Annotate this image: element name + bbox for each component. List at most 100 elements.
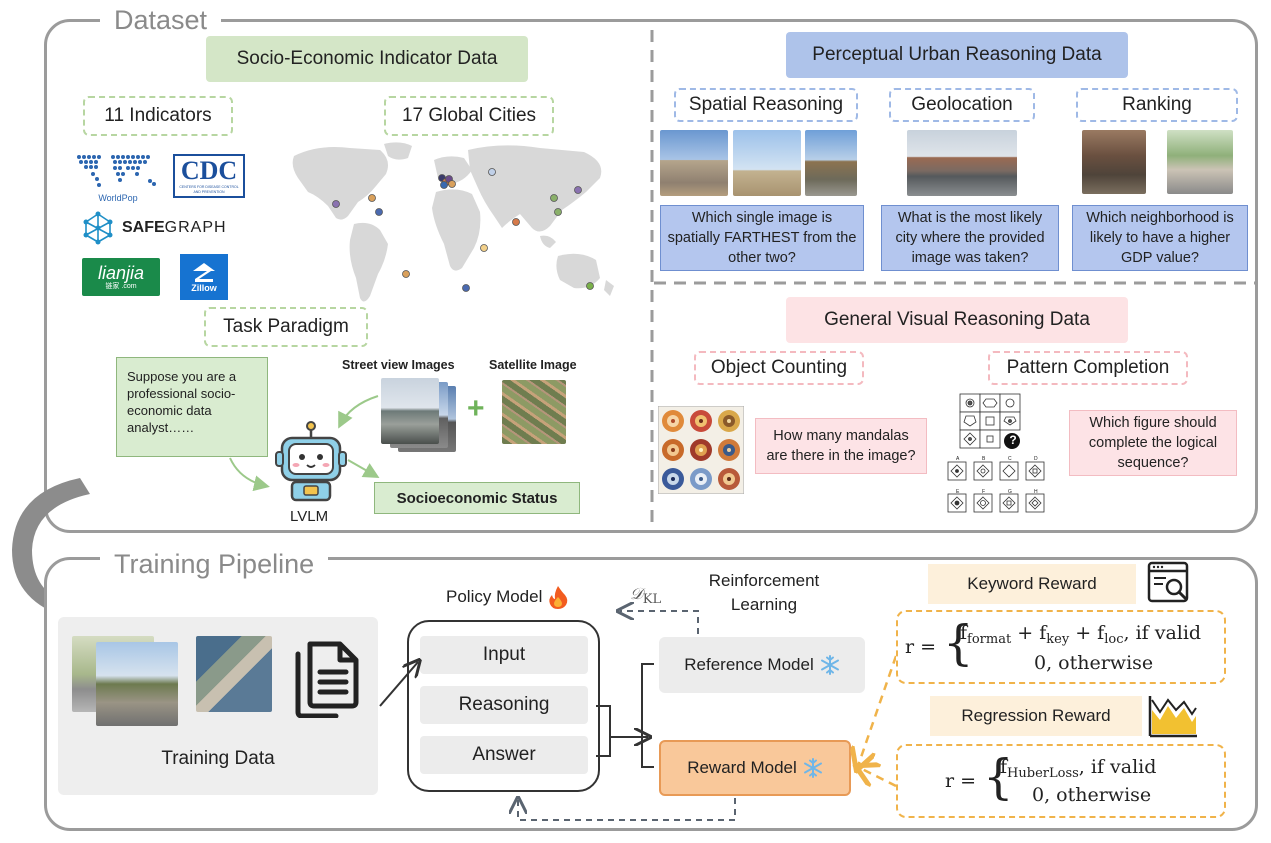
ranking-question: Which neighborhood is likely to have a h… [1072, 205, 1248, 271]
reasoning-block: Reasoning [420, 686, 588, 724]
keyword-plus-1: + [1011, 622, 1040, 644]
option-letter-d: D [1034, 456, 1038, 462]
regression-formula-brace: { [983, 749, 1014, 805]
reward-model-box: Reward Model [659, 740, 851, 796]
satellite-image [502, 380, 566, 444]
pattern-option-letters: A B C D E F G H [944, 452, 1050, 512]
geolocation-image [907, 130, 1017, 196]
reference-model-text: Reference Model [684, 655, 814, 674]
spatial-image-1 [660, 130, 728, 196]
ranking-label: Ranking [1076, 88, 1238, 122]
safegraph-logo: SAFE GRAPH [82, 209, 238, 247]
keyword-plus-2: + [1069, 622, 1098, 644]
keyword-f2: f [1039, 622, 1047, 644]
socioeconomic-status-box: Socioeconomic Status [374, 482, 580, 514]
prompt-text: Suppose you are a professional socio-eco… [127, 369, 237, 435]
snowflake-icon [820, 655, 839, 675]
regression-cond: , if valid [1078, 756, 1157, 778]
keyword-f2-sub: key [1046, 632, 1070, 647]
street-view-image [381, 378, 439, 444]
rl-label: Reinforcement Learning [674, 569, 854, 617]
prompt-box: Suppose you are a professional socio-eco… [116, 357, 268, 457]
option-letter-h: H [1034, 489, 1038, 495]
plus-symbol: + [467, 392, 485, 425]
kl-subscript: KL [642, 592, 662, 607]
world-dots-icon [77, 155, 156, 187]
reference-model-box: Reference Model [659, 637, 865, 693]
safegraph-text-b: GRAPH [164, 219, 227, 236]
regression-f1: f [1000, 756, 1008, 778]
lianjia-text: lianjia [97, 263, 145, 283]
option-letter-g: G [1008, 489, 1012, 495]
policy-model-text: Policy Model [446, 587, 543, 606]
zillow-logo: Zillow [180, 254, 228, 300]
keyword-reward-label: Keyword Reward [928, 564, 1136, 604]
option-letter-e: E [956, 489, 960, 495]
spatial-question: Which single image is spatially FARTHEST… [660, 205, 864, 271]
cdc-text: CDC [180, 156, 238, 185]
task-paradigm-label: Task Paradigm [204, 307, 368, 347]
kl-divergence-label: 𝒟KL [630, 584, 661, 607]
rl-label-line-1: Reinforcement [708, 571, 820, 590]
keyword-formula-case-2: 0, otherwise [1034, 652, 1154, 674]
training-title: Training Pipeline [100, 548, 329, 580]
keyword-formula-lhs: r = [905, 636, 937, 658]
worldpop-logo: WorldPop [72, 148, 164, 204]
robot-icon [275, 421, 347, 502]
keyword-f1-sub: format [967, 632, 1012, 647]
safegraph-text-a: SAFE [122, 219, 165, 236]
dataset-title: Dataset [100, 4, 222, 36]
fire-icon [549, 586, 568, 609]
policy-model-label: Policy Model [446, 585, 569, 609]
kl-symbol: 𝒟 [630, 584, 643, 603]
keyword-f3-sub: loc [1104, 632, 1124, 647]
lianjia-logo: lianjia 链家 .com [82, 258, 160, 296]
indicators-label: 11 Indicators [83, 96, 233, 136]
answer-block: Answer [420, 736, 588, 774]
regression-formula-box [896, 744, 1226, 818]
keyword-formula-box [896, 610, 1226, 684]
keyword-f3: f [1097, 622, 1105, 644]
regression-reward-label: Regression Reward [930, 696, 1142, 736]
snowflake-icon [803, 758, 822, 778]
mandala-grid-image [658, 406, 744, 494]
option-letter-a: A [956, 456, 960, 462]
lianjia-subtext: 链家 .com [105, 283, 137, 290]
option-letter-c: C [1008, 456, 1012, 462]
spatial-reasoning-label: Spatial Reasoning [674, 88, 858, 122]
reward-model-text: Reward Model [687, 758, 797, 777]
cities-label: 17 Global Cities [384, 96, 554, 136]
world-map [292, 142, 614, 302]
object-counting-label: Object Counting [694, 351, 864, 385]
perceptual-header: Perceptual Urban Reasoning Data [786, 32, 1128, 78]
pattern-question: Which figure should complete the logical… [1069, 410, 1237, 476]
worldpop-text: WorldPop [98, 193, 138, 203]
satellite-label: Satellite Image [489, 358, 577, 372]
geolocation-label: Geolocation [889, 88, 1035, 122]
input-block: Input [420, 636, 588, 674]
pattern-completion-label: Pattern Completion [988, 351, 1188, 385]
counting-question: How many mandalas are there in the image… [755, 418, 927, 474]
lvlm-label: LVLM [290, 508, 329, 525]
regression-formula-case-2: 0, otherwise [1032, 784, 1152, 806]
regression-formula-case-1: fHuberLoss, if valid [1000, 756, 1156, 781]
ranking-image-1 [1082, 130, 1146, 194]
regression-f1-sub: HuberLoss [1007, 766, 1079, 781]
zillow-house-icon [193, 263, 215, 282]
curved-flow-arrow [12, 478, 92, 630]
spatial-image-2 [733, 130, 801, 196]
search-document-icon [1147, 561, 1189, 603]
document-icon [295, 641, 359, 718]
street-view-label: Street view Images [342, 358, 455, 372]
keyword-formula-case-1: fformat + fkey + floc, if valid [960, 622, 1201, 647]
keyword-formula-brace: { [943, 615, 974, 671]
training-data-label: Training Data [161, 748, 275, 769]
area-chart-icon [1148, 696, 1197, 738]
option-letter-b: B [982, 456, 986, 462]
keyword-cond: , if valid [1123, 622, 1202, 644]
cdc-logo: CDC CENTERS FOR DISEASE CONTROL AND PREV… [173, 154, 245, 198]
pattern-puzzle-image [947, 393, 1045, 513]
